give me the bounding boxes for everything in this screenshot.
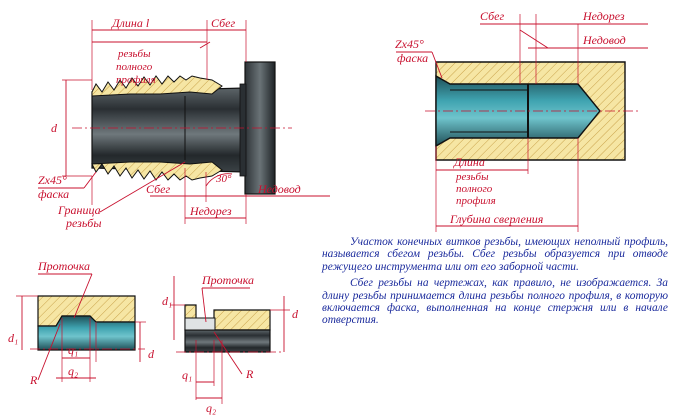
groove2-metal [184, 329, 271, 353]
undercut-label-bolt: Недорез [189, 204, 232, 218]
radius-label-1: R [29, 373, 38, 387]
bolt-shaft [91, 87, 246, 173]
undercut-label-hole: Недорез [582, 9, 625, 23]
q2-label-2: q₂ [206, 401, 216, 415]
diameter-label-bolt: d [51, 121, 58, 135]
runout-label-bottom: Сбег [146, 182, 170, 196]
full-profile-label-hole: резьбы полного профиля [455, 171, 496, 207]
chamfer-label: фаска [38, 187, 69, 201]
diameter-label-groove2: d [292, 307, 299, 321]
angle-label: 30° [215, 173, 232, 185]
full-profile-label: резьбы полного профиля [116, 48, 156, 86]
d1-label-2: d₁ [162, 294, 172, 308]
chamfer-size-label-hole: Zx45° [395, 37, 424, 51]
radius-label-2: R [245, 367, 254, 381]
length-l-label: Длина l [111, 16, 150, 30]
groove-label-2: Проточка [201, 273, 254, 287]
thread-boundary-label: Граница резьбы [57, 203, 104, 230]
q1-label-1: q₁ [68, 343, 78, 357]
diameter-label-groove1: d [148, 347, 155, 361]
q2-label-1: q₂ [68, 364, 78, 378]
description-text: Участок конечных витков резьбы, имеющих … [322, 236, 668, 331]
chamfer-label-hole: фаска [397, 51, 428, 65]
bolt-view: Длина l Сбег резьбы полного профиля d Zx… [38, 16, 330, 230]
length-label-hole: Длина [453, 155, 485, 169]
groove-view-2: Проточка d₁ d q₁ q₂ R [162, 273, 299, 415]
hole-view: Сбег Недорез Недовод Zx45° фаска Длина р… [395, 9, 648, 232]
q1-label-2: q₁ [182, 368, 192, 382]
groove-label-1: Проточка [37, 259, 90, 273]
bolt-thread-top [91, 75, 223, 97]
runout-label-hole: Сбег [480, 9, 504, 23]
bolt-thread-bottom [91, 161, 223, 181]
description-paragraph-1: Участок конечных витков резьбы, имеющих … [322, 236, 668, 273]
runout-label-top: Сбег [211, 16, 235, 30]
drill-depth-label: Глубина сверления [449, 212, 544, 226]
chamfer-size-label: Zx45° [38, 173, 67, 187]
description-paragraph-2: Сбег резьбы на чертежах, как правило, не… [322, 277, 668, 327]
d1-label-1: d₁ [8, 331, 18, 345]
undercut-gap-label-hole: Недовод [582, 33, 626, 47]
undercut-gap-label-bolt: Недовод [257, 182, 301, 196]
groove-view-1: Проточка d₁ d q₁ q₂ R [8, 259, 155, 387]
